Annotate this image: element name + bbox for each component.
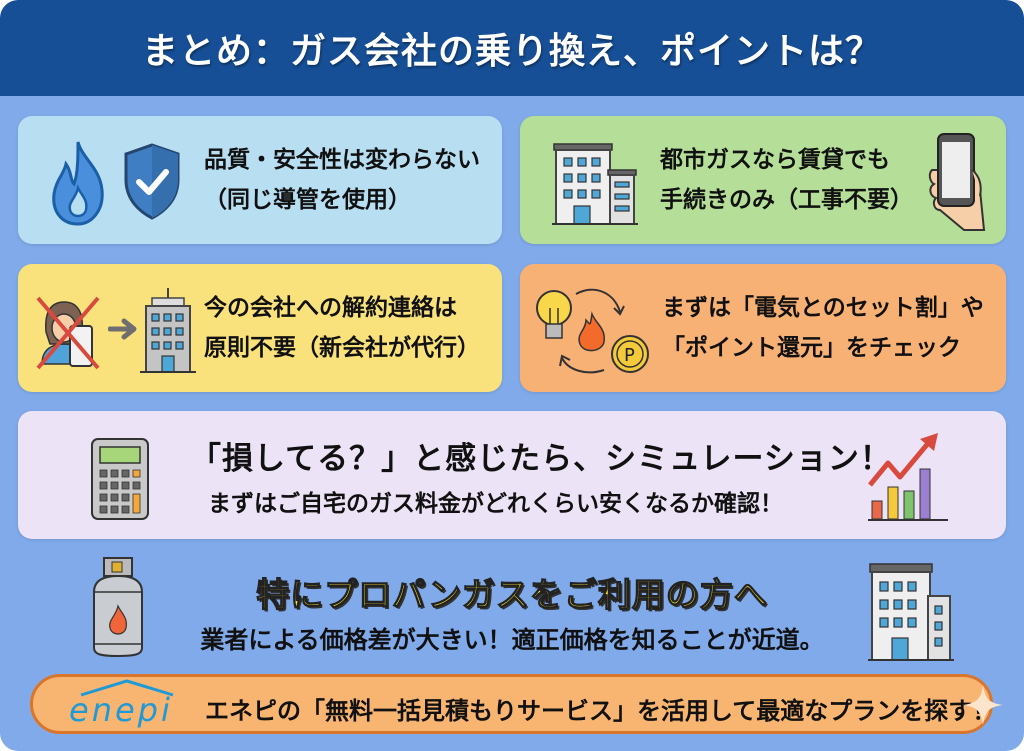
flame-icon	[52, 141, 104, 226]
card-line-2: 手続きのみ（工事不要）	[660, 187, 913, 213]
card-text: まずは「電気とのセット割」や 「ポイント還元」をチェック	[662, 288, 984, 368]
card-line-1: 都市ガスなら賃貸でも	[660, 147, 890, 173]
card-line-1: まずは「電気とのセット割」や	[662, 295, 984, 321]
flame-icon	[578, 311, 605, 352]
card-line-1: 品質・安全性は変わらない	[204, 147, 480, 173]
office-building-icon	[140, 288, 196, 373]
card-line-2: （同じ導管を使用）	[204, 187, 411, 213]
calculator-icon	[91, 438, 149, 520]
card-line-1: 今の会社への解約連絡は	[204, 295, 457, 321]
svg-text:P: P	[624, 345, 635, 366]
propane-tank-icon	[93, 557, 143, 658]
person-phone-crossed-icon	[36, 296, 100, 370]
propane-title: 特にプロパンガスをご利用の方へ	[256, 574, 768, 614]
smartphone-hand-icon	[928, 133, 986, 231]
page-title: まとめ：ガス会社の乗り換え、ポイントは？	[141, 31, 882, 72]
shield-check-icon	[124, 143, 180, 220]
point-coin-icon: P	[611, 335, 649, 373]
simulation-card: 「損してる？」と感じたら、シミュレーション！ まずはご自宅のガス料金がどれくらい…	[18, 411, 1006, 539]
card-text: 今の会社への解約連絡は 原則不要（新会社が代行）	[204, 288, 480, 368]
lightbulb-icon	[536, 290, 572, 339]
card-set-discount: P まずは「電気とのセット割」や 「ポイント還元」をチェック	[520, 264, 1006, 392]
house-roof-icon	[80, 679, 174, 697]
simulation-subtitle: まずはご自宅のガス料金がどれくらい安くなるか確認！	[208, 491, 783, 517]
sparkle-icon	[963, 685, 1003, 725]
building-icon	[552, 143, 638, 225]
card-city-gas-rental: 都市ガスなら賃貸でも 手続きのみ（工事不要）	[520, 116, 1006, 244]
arrow-right-icon	[108, 318, 137, 340]
growth-chart-icon	[868, 433, 948, 521]
cta-text: エネピの「無料一括見積もりサービス」を活用して最適なプランを探す！	[205, 697, 997, 725]
card-cancellation: 今の会社への解約連絡は 原則不要（新会社が代行）	[18, 264, 502, 392]
enepi-cta-button[interactable]: enepi エネピの「無料一括見積もりサービス」を活用して最適なプランを探す！	[30, 674, 1003, 734]
card-quality-safety: 品質・安全性は変わらない （同じ導管を使用）	[18, 116, 502, 244]
card-line-2: 原則不要（新会社が代行）	[204, 335, 480, 361]
building-icon	[868, 563, 954, 661]
enepi-logo: enepi	[69, 691, 173, 729]
energy-cycle-icon: P	[536, 288, 649, 374]
card-line-2: 「ポイント還元」をチェック	[662, 335, 961, 361]
card-text: 品質・安全性は変わらない （同じ導管を使用）	[204, 140, 480, 220]
card-text: 都市ガスなら賃貸でも 手続きのみ（工事不要）	[660, 140, 913, 220]
simulation-title: 「損してる？」と感じたら、シミュレーション！	[190, 441, 892, 477]
header-banner: まとめ：ガス会社の乗り換え、ポイントは？	[0, 0, 1024, 96]
propane-subtitle: 業者による価格差が大きい！適正価格を知ることが近道。	[200, 626, 824, 654]
